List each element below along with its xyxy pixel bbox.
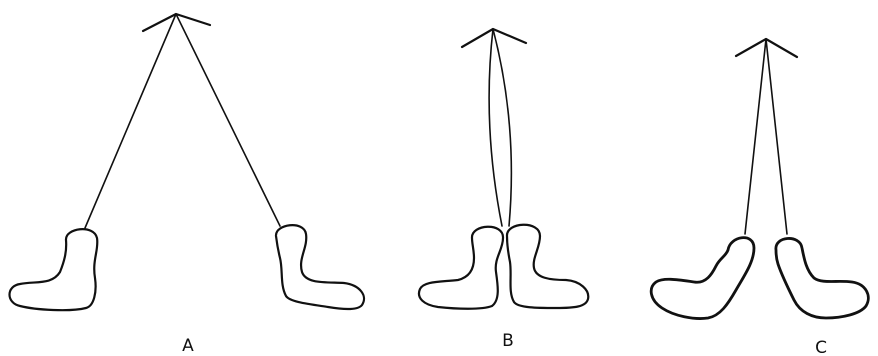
right-foot-a xyxy=(276,225,364,309)
sight-line-right-a xyxy=(176,14,280,226)
panel-label-a: A xyxy=(182,336,194,356)
left-foot-c xyxy=(651,238,754,319)
left-foot-b xyxy=(419,227,503,309)
panel-a: A xyxy=(10,14,364,356)
sight-line-left-a xyxy=(85,14,176,228)
right-foot-c xyxy=(776,238,868,318)
panel-b: B xyxy=(419,29,588,351)
right-foot-b xyxy=(507,225,588,308)
panel-c: C xyxy=(651,39,868,356)
sight-line-left-c xyxy=(745,39,766,234)
sight-line-right-c xyxy=(766,39,787,234)
panel-label-c: C xyxy=(815,338,827,356)
sight-line-right-b xyxy=(493,29,511,226)
panel-label-b: B xyxy=(502,331,514,351)
left-foot-a xyxy=(10,229,98,310)
